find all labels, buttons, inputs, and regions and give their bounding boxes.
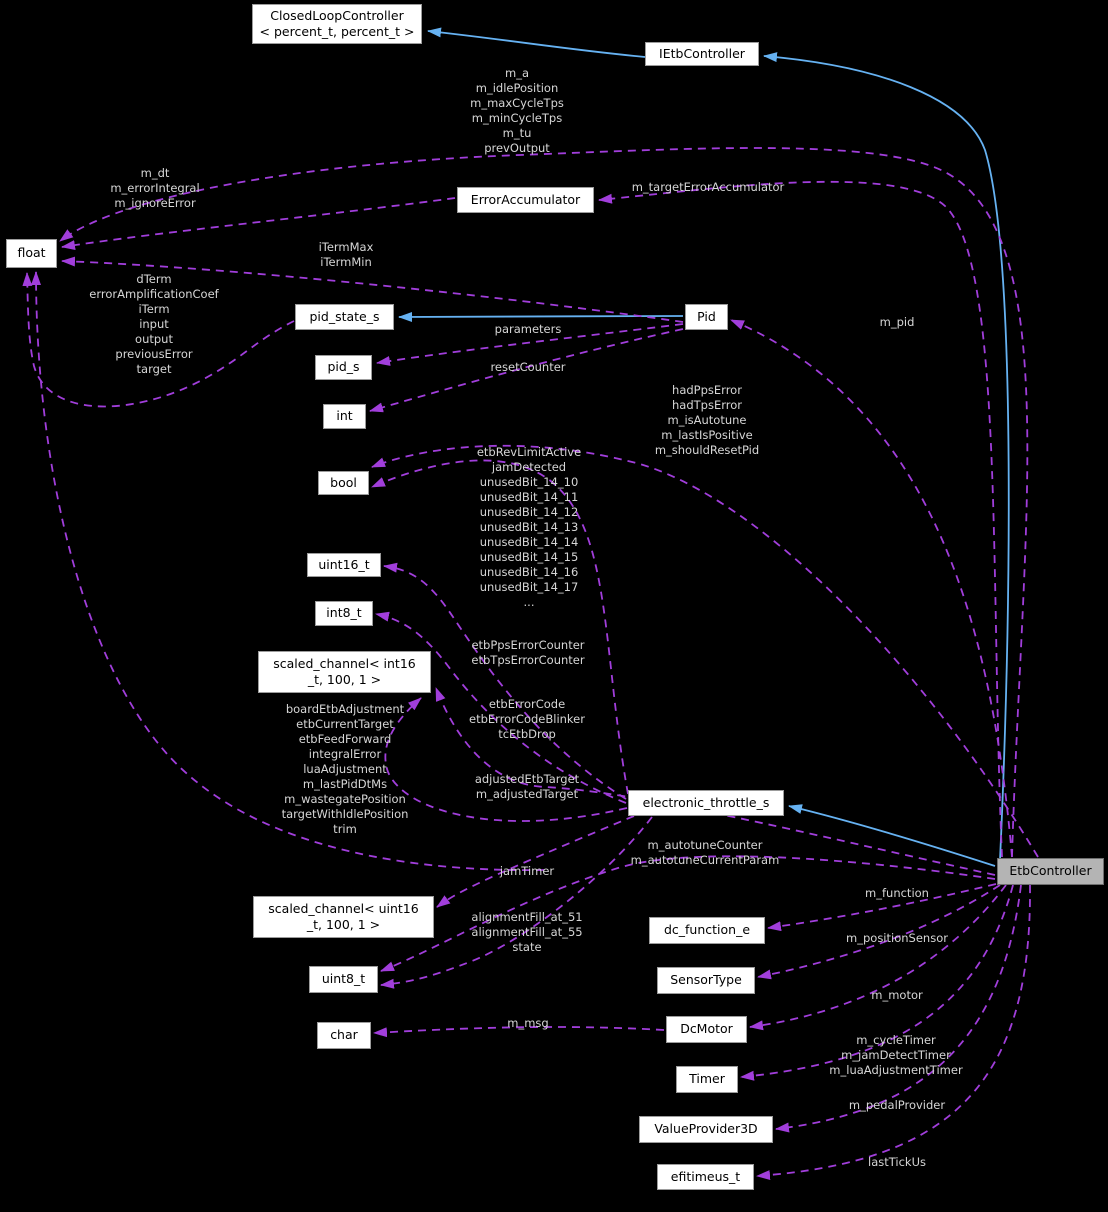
edge-usage-pid-to-int <box>369 328 684 413</box>
edge-label-etb-rev-limit-group: etbRevLimitActive jamDetected unusedBit_… <box>476 445 582 609</box>
edge-usage-etbcontroller-to-uint8-t <box>380 855 996 972</box>
edge-usage-etbcontroller-to-efitimeus-t <box>756 884 1031 1181</box>
edge-label-last-tick-us: lastTickUs <box>868 1155 926 1169</box>
edge-inherit-etbcontroller-to-ietbcontroller <box>763 52 1010 861</box>
edge-label-m-msg: m_msg <box>507 1016 549 1030</box>
edge-label-etb-pps-counter-group: etbPpsErrorCounter etbTpsErrorCounter <box>471 638 585 667</box>
node-char[interactable]: char <box>317 1022 371 1049</box>
edge-inherit-etbcontroller-to-electronic-throttle-s <box>788 804 996 867</box>
edge-usage-pid-to-float <box>61 256 684 323</box>
edge-usage-electronic-throttle-s-to-int8-t <box>375 611 627 804</box>
edge-label-reset-counter: resetCounter <box>490 360 566 374</box>
node-error-accumulator[interactable]: ErrorAccumulator <box>457 187 594 213</box>
edge-label-parameters: parameters <box>494 322 562 336</box>
node-efitimeus-t[interactable]: efitimeus_t <box>657 1164 754 1190</box>
node-pid-state-s[interactable]: pid_state_s <box>295 304 394 330</box>
node-int8-t[interactable]: int8_t <box>315 601 373 626</box>
node-uint16-t[interactable]: uint16_t <box>307 553 381 577</box>
edge-label-alignment-fill-group: alignmentFill_at_51 alignmentFill_at_55 … <box>471 910 583 954</box>
node-int[interactable]: int <box>323 404 366 429</box>
edge-label-dterm-group: dTerm errorAmplificationCoef iTerm input… <box>89 272 219 376</box>
edge-usage-erroraccumulator-to-float <box>61 197 456 250</box>
edge-usage-pid-state-s-to-float <box>22 272 295 408</box>
node-value-provider-3d[interactable]: ValueProvider3D <box>639 1116 773 1143</box>
edge-usage-electronic-throttle-s-to-bool <box>371 459 629 795</box>
node-dc-motor[interactable]: DcMotor <box>666 1016 747 1043</box>
node-pid[interactable]: Pid <box>685 304 728 330</box>
edge-inherit-ietbcontroller-to-closedloopcontroller <box>427 27 646 58</box>
edge-usage-electronic-throttle-s-to-uint8-t <box>380 816 653 989</box>
edge-label-m-motor: m_motor <box>871 988 923 1002</box>
node-etb-controller[interactable]: EtbController <box>997 858 1104 885</box>
edge-label-m-target-error-accumulator: m_targetErrorAccumulator <box>631 180 785 194</box>
node-scaled-channel-int16[interactable]: scaled_channel< int16 _t, 100, 1 > <box>258 651 431 693</box>
edge-label-etb-error-code-group: etbErrorCode etbErrorCodeBlinker tcEtbDr… <box>469 697 585 741</box>
edge-label-m-position-sensor: m_positionSensor <box>846 931 948 945</box>
edge-inherit-pid-to-pid-state-s <box>398 311 684 322</box>
edge-usage-etbcontroller-to-valueprovider3d <box>775 884 1022 1133</box>
edge-label-m-function: m_function <box>865 886 929 900</box>
node-float[interactable]: float <box>6 239 57 268</box>
node-scaled-channel-uint16[interactable]: scaled_channel< uint16 _t, 100, 1 > <box>253 896 434 938</box>
edge-usage-float-long-arc <box>31 271 545 872</box>
edge-label-m-autotune-group: m_autotuneCounter m_autotuneCurrentParam <box>630 838 780 867</box>
edge-label-had-pps-group: hadPpsError hadTpsError m_isAutotune m_l… <box>654 383 760 457</box>
node-ietb-controller[interactable]: IEtbController <box>645 42 759 66</box>
node-closed-loop-controller[interactable]: ClosedLoopController < percent_t, percen… <box>252 4 422 44</box>
edge-label-m-cycle-timer-group: m_cycleTimer m_jamDetectTimer m_luaAdjus… <box>829 1033 963 1077</box>
node-timer[interactable]: Timer <box>676 1066 738 1093</box>
edge-usage-electronic-throttle-s-to-scaled-channel-int16 <box>384 697 628 822</box>
node-sensor-type[interactable]: SensorType <box>657 967 755 994</box>
edge-usage-etbcontroller-to-erroraccumulator <box>598 180 1003 858</box>
edge-usage-electronic-throttle-s-to-uint16-t <box>383 562 627 800</box>
edge-usage-etbcontroller-to-timer <box>740 884 1014 1081</box>
edge-usage-electronic-throttle-s-to-scaled-channel-uint16 <box>436 815 635 908</box>
edge-label-m-dt-group: m_dt m_errorIntegral m_ignoreError <box>110 166 200 210</box>
edge-label-m-pid: m_pid <box>879 315 915 329</box>
node-electronic-throttle-s[interactable]: electronic_throttle_s <box>628 790 784 816</box>
edge-usage-etbcontroller-to-pid <box>730 319 1013 858</box>
edge-label-board-etb-group: boardEtbAdjustment etbCurrentTarget etbF… <box>281 702 409 836</box>
edge-label-iterm-max-min: iTermMax iTermMin <box>318 240 374 269</box>
node-pid-s[interactable]: pid_s <box>315 355 372 380</box>
edge-usage-etbcontroller-to-bool <box>371 444 1039 858</box>
edge-usage-etbcontroller-to-scaled-channel-int16 <box>435 687 996 876</box>
edge-label-m-a-group: m_a m_idlePosition m_maxCycleTps m_minCy… <box>470 66 564 155</box>
edge-usage-etbcontroller-to-dc-function-e <box>767 883 997 932</box>
edge-label-m-pedal-provider: m_pedalProvider <box>848 1098 946 1112</box>
edge-usage-etbcontroller-to-dcmotor <box>749 884 1007 1031</box>
edge-label-jam-timer: jamTimer <box>499 864 555 878</box>
node-uint8-t[interactable]: uint8_t <box>309 966 378 993</box>
edge-usage-dcmotor-to-char <box>373 1026 665 1038</box>
edge-usage-etbcontroller-to-sensortype <box>757 884 1001 980</box>
edge-label-adjusted-etb-group: adjustedEtbTarget m_adjustedTarget <box>474 772 580 801</box>
edge-usage-pid-to-pid-s <box>376 323 684 366</box>
node-dc-function-e[interactable]: dc_function_e <box>649 917 765 944</box>
node-bool[interactable]: bool <box>318 471 369 495</box>
